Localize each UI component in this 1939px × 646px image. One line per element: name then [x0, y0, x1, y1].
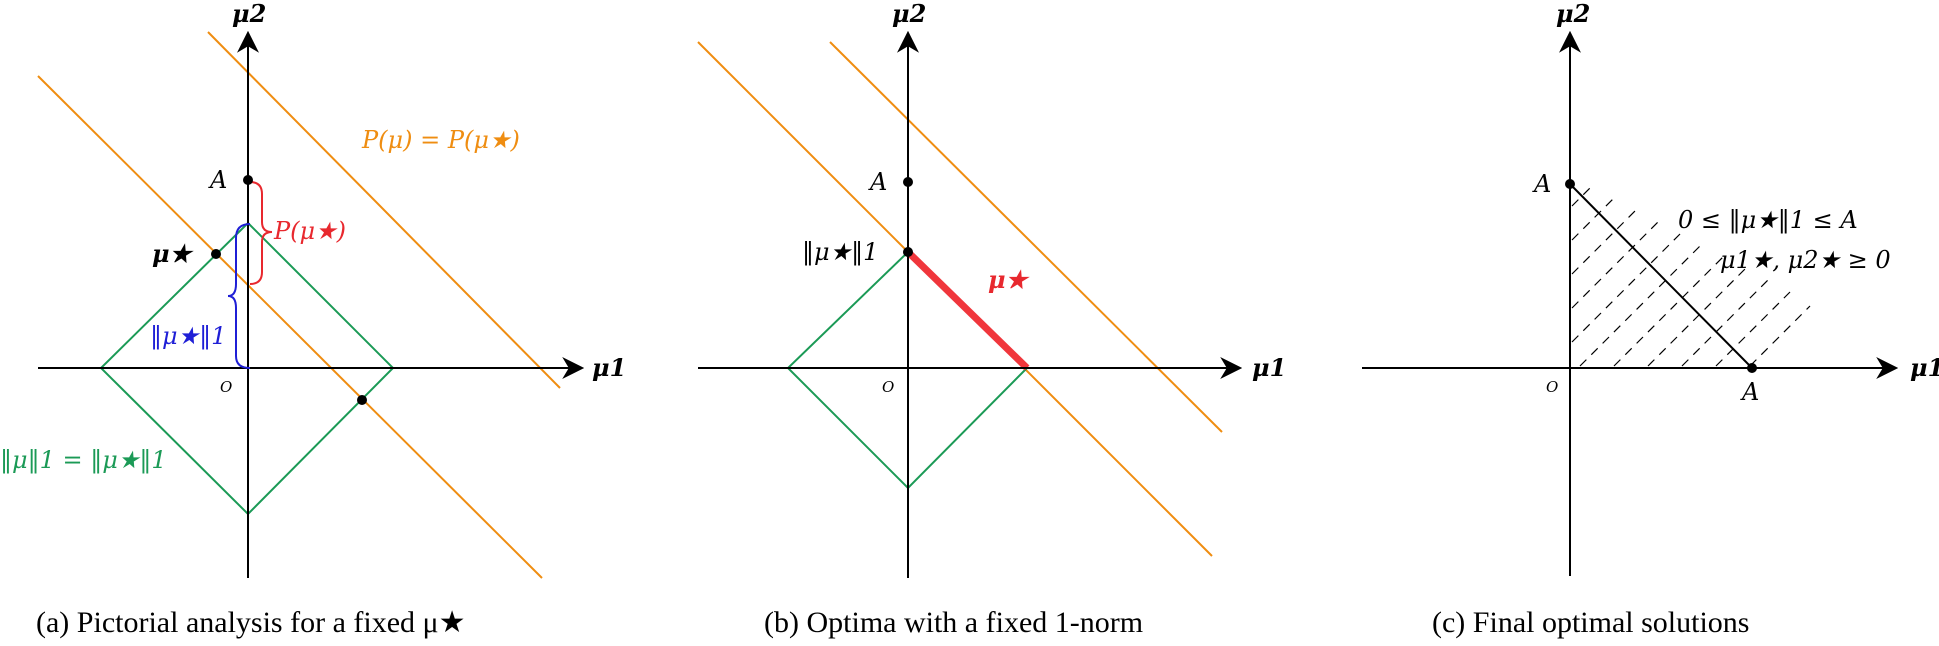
- axis-label-y: μ2: [232, 0, 266, 28]
- origin-label: O: [1546, 378, 1558, 396]
- level-line-inner: [37, 75, 543, 579]
- constraint-norm: 0 ≤ ‖μ★‖1 ≤ A: [1678, 206, 1858, 235]
- origin-label: O: [220, 378, 232, 396]
- caption-b: (b) Optima with a fixed 1-norm: [764, 606, 1143, 639]
- point-A: [243, 175, 253, 185]
- axis-label-x: μ1: [1910, 353, 1939, 382]
- panel-c: μ2 μ1 O A A 0 ≤ ‖μ★‖1 ≤ A μ1★, μ2★ ≥ 0 (…: [1362, 0, 1939, 639]
- diamond-label: ‖μ‖1 = ‖μ★‖1: [0, 446, 167, 475]
- point-A-label: A: [208, 166, 227, 194]
- caption-a: (a) Pictorial analysis for a fixed μ★: [36, 606, 466, 639]
- level-set-label: P(μ) = P(μ★): [361, 126, 520, 154]
- caption-c: (c) Final optimal solutions: [1432, 606, 1749, 639]
- axis-label-y: μ2: [1556, 0, 1590, 28]
- brace-P: [249, 181, 273, 285]
- point-A-y-label: A: [1532, 170, 1551, 198]
- segment-label: μ★: [988, 265, 1031, 294]
- point-intersection: [357, 395, 367, 405]
- point-A-x-label: A: [1740, 378, 1759, 406]
- constraint-nonneg: μ1★, μ2★ ≥ 0: [1720, 246, 1891, 274]
- axis-label-x: μ1: [592, 353, 626, 382]
- point-mu-star-label: μ★: [152, 239, 195, 268]
- panel-a: μ2 μ1 O A μ★ P(μ) = P(μ★) P(μ★) ‖μ★‖1 ‖μ…: [0, 0, 626, 639]
- level-line-outer: [829, 41, 1223, 433]
- optimal-segment: [905, 249, 1030, 371]
- point-A: [903, 177, 913, 187]
- feasible-region-hatching: [1571, 185, 1811, 367]
- point-A-x: [1747, 363, 1757, 373]
- norm-intercept-label: ‖μ★‖1: [802, 238, 878, 267]
- origin-label: O: [882, 378, 894, 396]
- brace-norm-label: ‖μ★‖1: [150, 322, 226, 351]
- brace-norm: [227, 223, 251, 369]
- point-A-label: A: [868, 168, 887, 196]
- feasible-boundary: [1569, 183, 1753, 369]
- brace-P-label: P(μ★): [273, 217, 346, 245]
- axis-label-x: μ1: [1252, 353, 1286, 382]
- level-line-outer: [207, 31, 561, 389]
- panel-b: μ2 μ1 O A ‖μ★‖1 μ★ (b) Optima with a fix…: [697, 0, 1286, 639]
- axis-label-y: μ2: [892, 0, 926, 28]
- point-A-y: [1565, 179, 1575, 189]
- point-norm-intercept: [903, 247, 913, 257]
- point-mu-star: [211, 249, 221, 259]
